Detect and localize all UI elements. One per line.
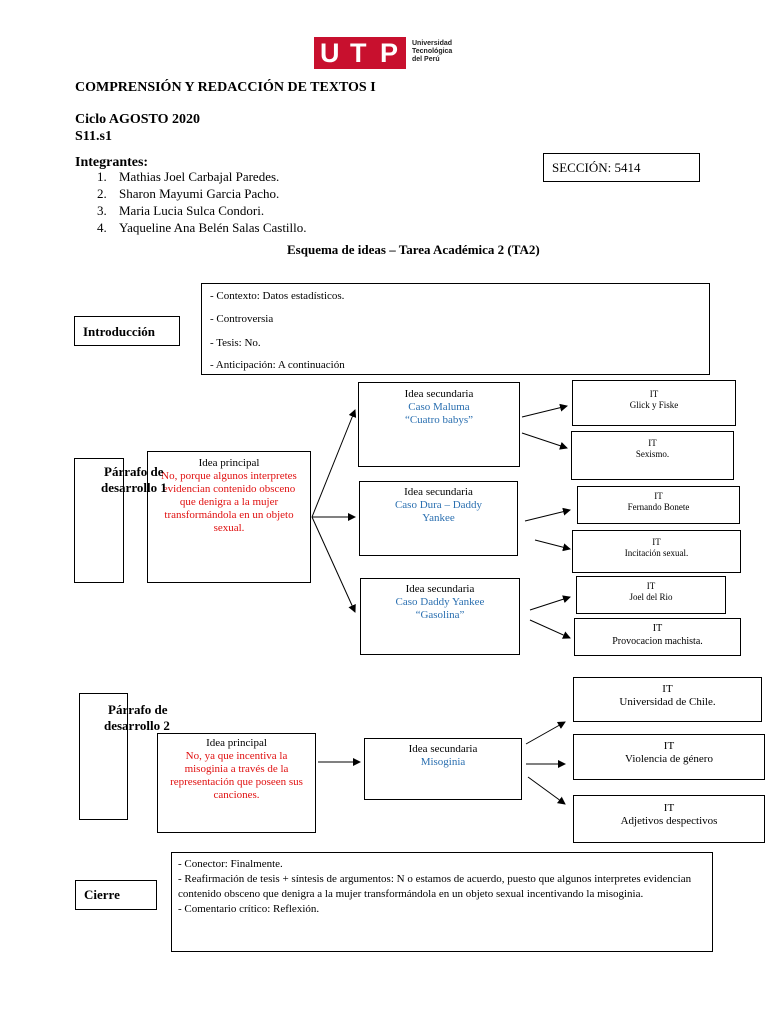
course-title: COMPRENSIÓN Y REDACCIÓN DE TEXTOS I [75,80,376,95]
p1-label-line2: desarrollo 1 [101,480,167,495]
intro-item-controversy: - Controversia [210,313,274,325]
list-item: 3.Maria Lucia Sulca Condori. [97,203,265,218]
closing-label-box: Cierre [75,880,157,910]
closing-label: Cierre [84,887,120,902]
p2-it-box-2: IT Violencia de género [573,734,765,780]
logo-university-name: Universidad Tecnológica del Perú [412,40,453,63]
p1-secondary-idea-3: Idea secundaria Caso Daddy Yankee “Gasol… [360,578,520,655]
closing-content-box: - Conector: Finalmente. - Reafirmación d… [171,852,713,952]
p2-main-idea-text: No, ya que incentiva la misoginia a trav… [170,750,303,801]
logo-letter-t: T [350,38,367,68]
p1-it-box-3: IT Fernando Bonete [577,486,740,524]
list-item: 1.Mathias Joel Carbajal Paredes. [97,169,280,184]
logo-letter-u: U [320,38,340,68]
p2-label-line1: Párrafo de [108,702,168,717]
members-label: Integrantes: [75,155,149,170]
intro-label: Introducción [83,324,155,339]
intro-item-anticipation: - Anticipación: A continuación [210,359,345,371]
members-list: 1.Mathias Joel Carbajal Paredes. 2.Sharo… [97,168,307,236]
p2-label-line2: desarrollo 2 [104,718,170,733]
utp-logo: U T P [314,37,406,69]
p2-main-idea-title: Idea principal [206,737,267,749]
closing-critical-comment: - Comentario crítico: Reflexión. [178,903,320,915]
closing-connector: - Conector: Finalmente. [178,858,283,870]
logo-letter-p: P [380,38,399,68]
section-label: SECCIÓN: 5414 [552,160,641,175]
p1-label-line1: Párrafo de [104,464,164,479]
p2-label-box [79,693,128,820]
intro-label-box: Introducción [74,316,180,346]
p1-main-idea-text: No, porque algunos interpretes evidencia… [161,470,297,534]
intro-item-thesis: - Tesis: No. [210,337,261,349]
session-label: S11.s1 [75,129,112,144]
section-box: SECCIÓN: 5414 [543,153,700,182]
cycle-label: Ciclo AGOSTO 2020 [75,112,200,127]
p2-main-idea-box: Idea principal No, ya que incentiva la m… [157,733,316,833]
p1-main-idea-title: Idea principal [198,457,260,469]
p2-it-box-3: IT Adjetivos despectivos [573,795,765,843]
p1-secondary-idea-2: Idea secundaria Caso Dura – Daddy Yankee [359,481,518,556]
p2-secondary-idea: Idea secundaria Misoginia [364,738,522,800]
p1-it-box-4: IT Incitación sexual. [572,530,741,573]
p1-it-box-6: IT Provocacion machista. [574,618,741,656]
closing-reaffirmation: - Reafirmación de tesis + síntesis de ar… [178,873,692,900]
list-item: 4.Yaqueline Ana Belén Salas Castillo. [97,220,307,235]
list-item: 2.Sharon Mayumi Garcia Pacho. [97,186,280,201]
intro-content-box: - Contexto: Datos estadísticos. - Contro… [201,283,710,375]
p1-it-box-1: IT Glick y Fiske [572,380,736,426]
p1-it-box-5: IT Joel del Rio [576,576,726,614]
scheme-title: Esquema de ideas – Tarea Académica 2 (TA… [287,242,540,257]
p2-it-box-1: IT Universidad de Chile. [573,677,762,722]
p1-it-box-2: IT Sexismo. [571,431,734,480]
p1-secondary-idea-1: Idea secundaria Caso Maluma “Cuatro baby… [358,382,520,467]
p1-label-box [74,458,124,583]
intro-item-context: - Contexto: Datos estadísticos. [210,290,345,302]
p1-main-idea-box: Idea principal No, porque algunos interp… [147,451,311,583]
